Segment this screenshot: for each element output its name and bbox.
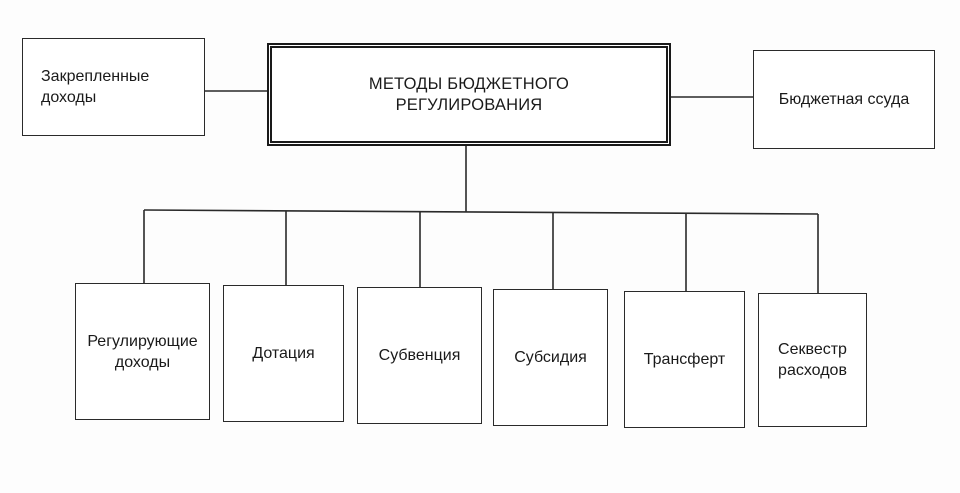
node-budget-loan: Бюджетная ссуда [753, 50, 935, 149]
node-subsidy: Субсидия [493, 289, 608, 426]
node-fixed-revenues: Закрепленные доходы [22, 38, 205, 136]
node-regulating-revenues: Регулирующие доходы [75, 283, 210, 420]
node-transfer: Трансферт [624, 291, 745, 428]
node-root-budget-regulation-methods: МЕТОДЫ БЮДЖЕТНОГО РЕГУЛИРОВАНИЯ [267, 43, 671, 146]
node-subsidy-grant: Дотация [223, 285, 344, 422]
connector-bus [143, 209, 819, 215]
node-expenditure-sequestration: Секвестр расходов [758, 293, 867, 427]
node-subvention: Субвенция [357, 287, 482, 424]
